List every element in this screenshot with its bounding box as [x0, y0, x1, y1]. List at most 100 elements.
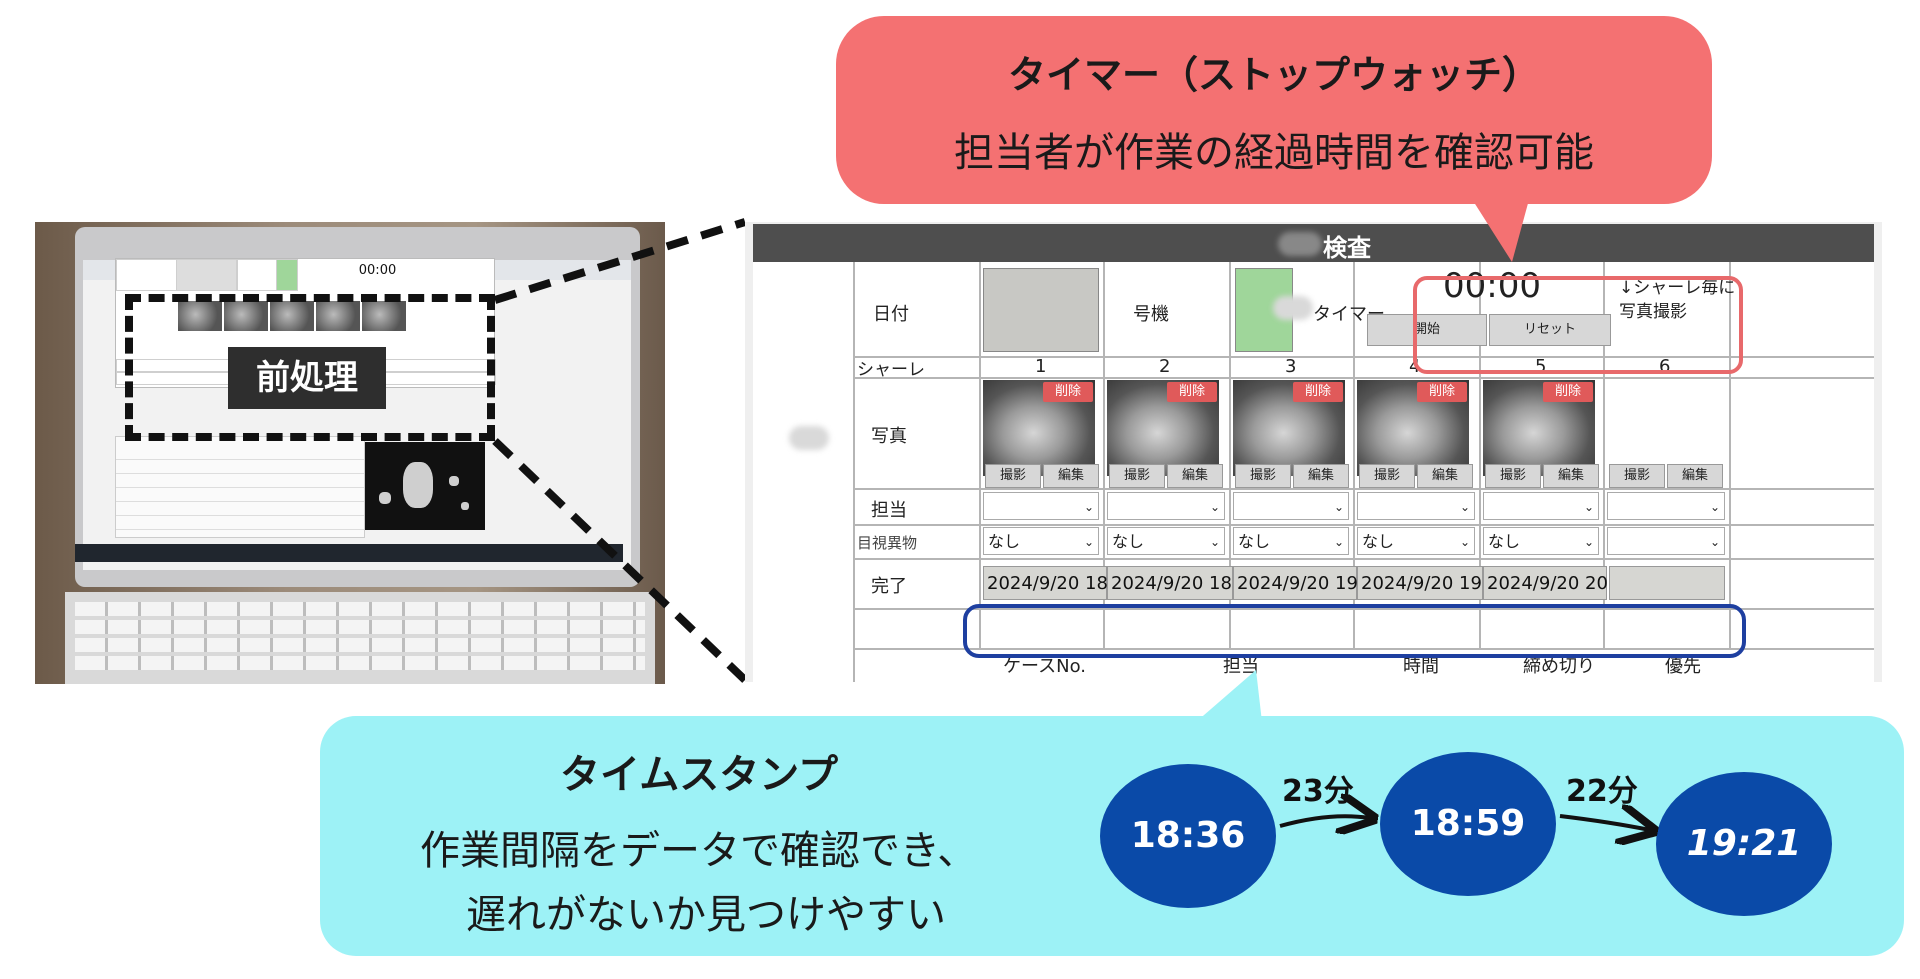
deadline-header: 締め切り	[1523, 656, 1595, 677]
timestamp-cell: 2024/9/20 18:36	[983, 566, 1137, 600]
time-circle: 18:36	[1100, 764, 1276, 908]
visual-select[interactable]: なし⌄	[1233, 527, 1349, 555]
dish-number: 5	[1535, 356, 1547, 377]
edit-button[interactable]: 編集	[1417, 464, 1473, 488]
dish-number: 3	[1285, 356, 1297, 377]
timestamp-cell: 2024/9/20 20:07	[1483, 566, 1637, 600]
timestamp-callout-title: タイムスタンプ	[560, 752, 838, 798]
inspection-header: 検査	[753, 224, 1874, 262]
edit-button[interactable]: 編集	[1043, 464, 1099, 488]
staff-select[interactable]: ⌄	[983, 492, 1099, 520]
dish-label: シャーレ	[857, 360, 925, 380]
timer-value: 00:00	[1443, 266, 1541, 306]
chevron-down-icon: ⌄	[1333, 500, 1344, 514]
edit-button[interactable]: 編集	[1667, 464, 1723, 488]
chevron-down-icon: ⌄	[1583, 500, 1594, 514]
dish-number: 6	[1659, 356, 1671, 377]
chevron-down-icon: ⌄	[1209, 535, 1220, 549]
chevron-down-icon: ⌄	[1459, 500, 1470, 514]
visual-select[interactable]: なし⌄	[1107, 527, 1225, 555]
laptop-keyboard	[65, 592, 655, 684]
timestamp-cell-empty	[1609, 566, 1725, 600]
time-circle: 18:59	[1380, 752, 1556, 896]
microscope-image	[365, 442, 485, 530]
chevron-down-icon: ⌄	[1583, 535, 1594, 549]
time-circle: 19:21	[1656, 772, 1832, 916]
chevron-down-icon: ⌄	[1709, 500, 1720, 514]
timestamp-cell: 2024/9/20 19:21	[1233, 566, 1387, 600]
photo-note: ↓シャーレ毎に 写真撮影	[1619, 278, 1736, 322]
case-no-header: ケースNo.	[1003, 656, 1086, 677]
delete-button[interactable]: 削除	[1293, 382, 1343, 402]
inspection-title: 検査	[1323, 234, 1371, 262]
visual-select[interactable]: なし ⌄	[1357, 527, 1475, 555]
arrow-icon	[1559, 816, 1650, 830]
timer-callout-title: タイマー（ストップウォッチ）	[1007, 53, 1540, 97]
staff-select[interactable]: ⌄	[1107, 492, 1225, 520]
staff-select[interactable]: ⌄	[1357, 492, 1475, 520]
mini-dish-photo	[316, 301, 360, 331]
mini-inspection-table: 00:00	[115, 258, 496, 388]
timestamp-cell: 2024/9/20 19:44	[1357, 566, 1511, 600]
arrow-icon	[1279, 816, 1370, 826]
shoot-button[interactable]: 撮影	[985, 464, 1041, 488]
chevron-down-icon: ⌄	[1209, 500, 1220, 514]
time-header: 時間	[1403, 656, 1439, 677]
chevron-down-icon: ⌄	[1083, 500, 1094, 514]
visual-select[interactable]: ⌄	[1607, 527, 1725, 555]
timestamp-callout-line2: 遅れがないか見つけやすい	[466, 892, 946, 938]
timer-highlight	[1413, 276, 1743, 374]
visual-label: 目視異物	[857, 534, 918, 552]
mini-dish-photo	[270, 301, 314, 331]
preprocess-label: 前処理	[228, 347, 386, 409]
staff-label: 担当	[871, 500, 907, 521]
shoot-button[interactable]: 撮影	[1235, 464, 1291, 488]
delete-button[interactable]: 削除	[1043, 382, 1093, 402]
staff-select[interactable]: ⌄	[1233, 492, 1349, 520]
visual-value: なし	[1362, 532, 1395, 551]
timer-callout-subtitle: 担当者が作業の経過時間を確認可能	[954, 130, 1594, 176]
edit-button[interactable]: 編集	[1293, 464, 1349, 488]
chevron-down-icon: ⌄	[1709, 535, 1720, 549]
shoot-button[interactable]: 撮影	[1485, 464, 1541, 488]
visual-select[interactable]: なし ⌄	[1483, 527, 1599, 555]
delete-button[interactable]: 削除	[1167, 382, 1217, 402]
chevron-down-icon: ⌄	[1459, 535, 1470, 549]
windows-taskbar	[75, 544, 623, 562]
chevron-down-icon: ⌄	[1333, 535, 1344, 549]
inspection-grid: 日付 号機 タイマー 00:00 開始 リセット ↓シャーレ毎に 写真撮影 シャ…	[753, 262, 1874, 682]
mini-dish-photo	[178, 301, 222, 331]
timestamp-highlight	[963, 604, 1746, 658]
machine-label: 号機	[1133, 304, 1169, 325]
priority-header: 優先	[1665, 656, 1701, 677]
delete-button[interactable]: 削除	[1543, 382, 1593, 402]
staff-select[interactable]: ⌄	[1483, 492, 1599, 520]
mini-timer-value: 00:00	[358, 263, 397, 278]
mini-dish-photo	[362, 301, 406, 331]
delete-button[interactable]: 削除	[1417, 382, 1467, 402]
edit-button[interactable]: 編集	[1167, 464, 1223, 488]
photo-label: 写真	[871, 426, 907, 447]
timer-reset-button[interactable]: リセット	[1489, 314, 1611, 346]
shoot-button[interactable]: 撮影	[1609, 464, 1665, 488]
visual-value: なし	[1488, 532, 1521, 551]
date-value-box	[983, 268, 1099, 352]
timer-callout	[836, 16, 1712, 204]
chevron-down-icon: ⌄	[1083, 535, 1094, 549]
edit-button[interactable]: 編集	[1543, 464, 1599, 488]
staff-select[interactable]: ⌄	[1607, 492, 1725, 520]
done-label: 完了	[871, 576, 907, 597]
dish-number: 2	[1159, 356, 1171, 377]
shoot-button[interactable]: 撮影	[1359, 464, 1415, 488]
shoot-button[interactable]: 撮影	[1109, 464, 1165, 488]
preprocess-highlight	[125, 294, 495, 441]
staff-header: 担当	[1223, 656, 1259, 677]
mini-dish-photo	[224, 301, 268, 331]
timestamp-cell: 2024/9/20 18:59	[1107, 566, 1261, 600]
interval-label: 23分	[1282, 774, 1354, 809]
visual-select[interactable]: なし⌄	[983, 527, 1099, 555]
timer-start-button[interactable]: 開始	[1367, 314, 1487, 346]
